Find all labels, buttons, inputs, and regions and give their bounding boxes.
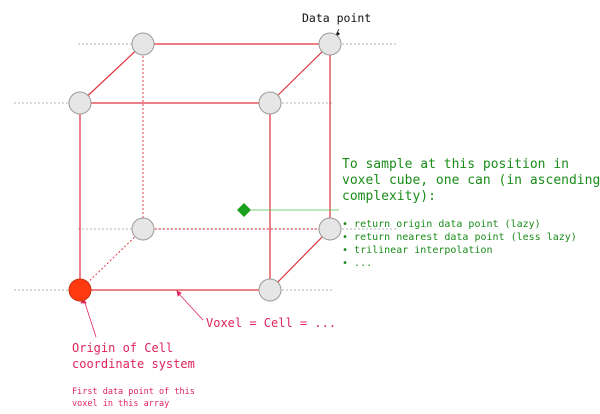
sample-heading-line-3: complexity): — [342, 189, 436, 204]
sample-heading-line-1: To sample at this position in — [342, 157, 569, 172]
edge-diag-top-left — [79, 43, 144, 104]
data-point-front-top-left — [68, 91, 92, 115]
method-list: • return origin data point (lazy) • retu… — [342, 219, 577, 269]
origin-note-line-1: First data point of this — [72, 387, 195, 397]
data-point-front-bottom-right — [258, 278, 282, 302]
method-item: • trilinear interpolation — [342, 245, 493, 256]
method-item: • return nearest data point (less lazy) — [342, 232, 577, 243]
guide-lines — [14, 43, 398, 291]
origin-label-line-2: coordinate system — [72, 357, 195, 371]
cube-edges — [79, 43, 331, 291]
data-point-pointer-line — [335, 28, 340, 36]
origin-label-line-1: Origin of Cell — [72, 341, 173, 355]
data-point-label: Data point — [302, 11, 371, 25]
data-point-back-bottom-left — [131, 217, 155, 241]
edge-diag-top-right — [269, 43, 331, 104]
data-point-back-bottom-right — [318, 217, 342, 241]
voxel-label-pointer — [178, 293, 204, 321]
method-item: • ... — [342, 258, 372, 269]
sample-position-marker — [237, 203, 251, 217]
edge-diag-bottom-right — [269, 228, 331, 291]
front-face — [79, 102, 271, 291]
sample-heading-line-2: voxel cube, one can (in ascending — [342, 173, 600, 188]
data-point-front-top-right — [258, 91, 282, 115]
data-points — [68, 32, 342, 302]
origin-data-point — [68, 278, 92, 302]
voxel-label: Voxel = Cell = ... — [206, 316, 336, 330]
data-point-back-top-right — [318, 32, 342, 56]
hidden-edges — [79, 44, 330, 291]
voxel-pointer-head — [176, 290, 182, 297]
method-item: • return origin data point (lazy) — [342, 219, 541, 230]
hidden-edge-diagonal — [79, 228, 144, 291]
origin-note-line-2: voxel in this array — [72, 399, 169, 409]
pointers — [80, 290, 204, 338]
origin-label-pointer — [83, 299, 97, 338]
data-point-back-top-left — [131, 32, 155, 56]
